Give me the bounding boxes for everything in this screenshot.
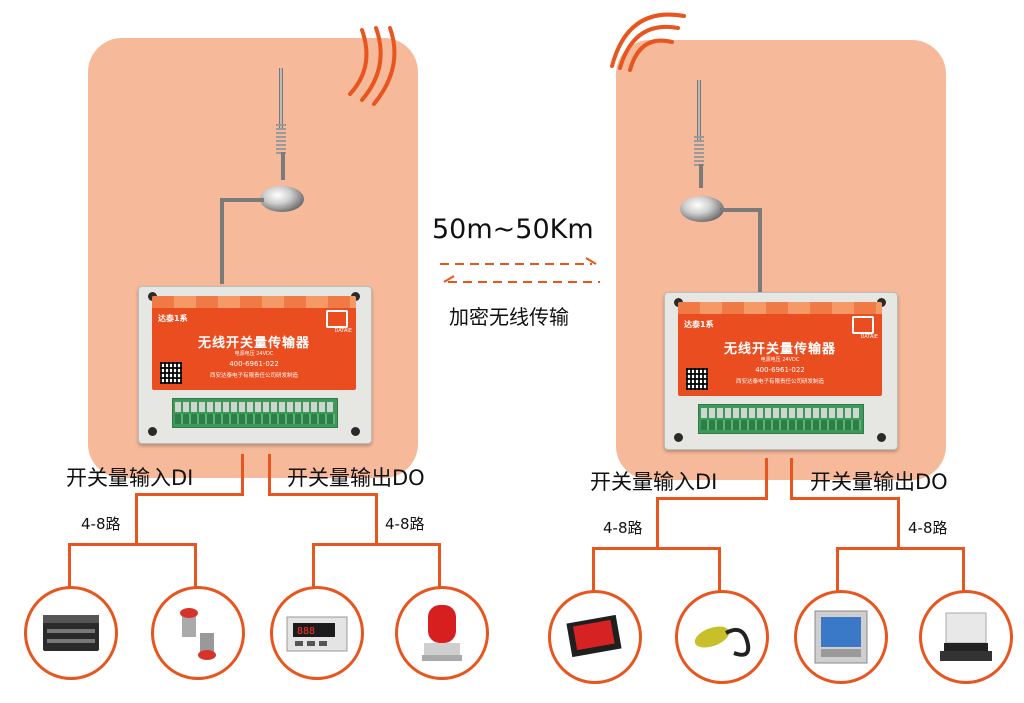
connector-line — [268, 454, 271, 494]
brand-logo-icon — [852, 316, 874, 334]
connector-line — [135, 493, 138, 545]
connector-line — [836, 547, 965, 550]
float-level-switch-icon — [675, 590, 769, 684]
connector-line — [312, 543, 441, 546]
device-power: 电源电压 24VDC — [760, 357, 800, 363]
screw — [674, 433, 683, 442]
device-title: 无线开关量传输器 — [197, 336, 310, 351]
connector-line — [897, 497, 900, 549]
bidirectional-arrow-icon — [440, 257, 600, 283]
relay-icon — [919, 590, 1013, 684]
connector-line — [68, 543, 71, 588]
encrypted-wireless-label: 加密无线传输 — [449, 305, 569, 329]
device-company: 西安达泰电子有限责任公司研发制造 — [209, 373, 298, 379]
device-phone: 400-6961-022 — [229, 360, 279, 368]
device-label: 达泰1系 DATAIE 无线开关量传输器 电源电压 24VDC 400-6961… — [152, 296, 356, 390]
antenna-coil-left — [276, 124, 286, 154]
connector-line — [765, 458, 768, 498]
connector-line — [592, 547, 721, 550]
plc-controller-icon — [24, 586, 118, 680]
left-output-label: 开关量输出DO — [287, 466, 425, 490]
brand-logo-icon — [326, 310, 348, 328]
antenna-cable-right-h — [720, 208, 762, 212]
antenna-base-right-icon — [680, 196, 724, 222]
transmission-distance: 50m~50Km — [432, 214, 594, 245]
connector-line — [438, 543, 441, 588]
connector-line — [135, 493, 244, 496]
connector-line — [241, 454, 244, 494]
radio-wave-left-icon — [348, 26, 397, 106]
connector-line — [718, 547, 721, 592]
wireless-transmitter-left: 达泰1系 DATAIE 无线开关量传输器 电源电压 24VDC 400-6961… — [138, 286, 372, 444]
qr-code-icon — [686, 368, 708, 390]
push-button-icon — [151, 586, 245, 680]
right-input-count: 4-8路 — [603, 519, 643, 537]
connector-line — [194, 543, 197, 588]
terminal-pins — [175, 414, 335, 424]
connector-line — [592, 547, 595, 592]
paperless-recorder-icon — [794, 590, 888, 684]
antenna-whip-left — [279, 68, 283, 128]
digital-panel-meter-icon: 888 — [270, 586, 364, 680]
terminal-block — [698, 404, 864, 434]
device-phone: 400-6961-022 — [755, 366, 805, 374]
right-input-label: 开关量输入DI — [590, 470, 718, 494]
connector-line — [656, 497, 659, 549]
antenna-mast-left — [281, 152, 285, 180]
terminal-screws — [701, 408, 861, 418]
device-series: 达泰1系 — [158, 314, 188, 323]
left-input-count: 4-8路 — [81, 515, 121, 533]
antenna-cable-right-v — [758, 208, 762, 294]
device-series: 达泰1系 — [684, 320, 714, 329]
device-label: 达泰1系 DATAIE 无线开关量传输器 电源电压 24VDC 400-6961… — [678, 302, 882, 396]
screw — [148, 427, 157, 436]
label-stripes — [152, 296, 356, 308]
device-brand: DATAIE — [860, 334, 878, 340]
terminal-block — [172, 398, 338, 428]
connector-line — [962, 547, 965, 592]
antenna-coil-right — [694, 136, 704, 166]
screw — [877, 433, 886, 442]
svg-text:888: 888 — [297, 626, 315, 637]
right-output-label: 开关量输出DO — [810, 470, 948, 494]
device-power: 电源电压 24VDC — [234, 351, 274, 357]
antenna-cable-left-v — [220, 198, 224, 284]
radio-wave-right-icon — [610, 12, 686, 72]
antenna-base-left-icon — [260, 186, 304, 212]
device-title: 无线开关量传输器 — [723, 342, 836, 357]
connector-line — [790, 497, 900, 500]
antenna-whip-right — [697, 80, 701, 140]
device-company: 西安达泰电子有限责任公司研发制造 — [735, 379, 824, 385]
left-output-count: 4-8路 — [385, 515, 425, 533]
label-stripes — [678, 302, 882, 314]
connector-line — [68, 543, 197, 546]
right-output-count: 4-8路 — [908, 519, 948, 537]
wireless-transmitter-right: 达泰1系 DATAIE 无线开关量传输器 电源电压 24VDC 400-6961… — [664, 292, 898, 450]
antenna-mast-right — [699, 164, 703, 188]
terminal-screws — [175, 402, 335, 412]
qr-code-icon — [160, 362, 182, 384]
connector-line — [268, 493, 378, 496]
screw — [351, 427, 360, 436]
left-input-label: 开关量输入DI — [66, 466, 194, 490]
connector-line — [312, 543, 315, 588]
rocker-switch-icon — [548, 590, 642, 684]
connector-line — [790, 458, 793, 498]
connector-line — [836, 547, 839, 592]
connector-line — [656, 497, 768, 500]
warning-beacon-light-icon — [395, 586, 489, 680]
terminal-pins — [701, 420, 861, 430]
connector-line — [375, 493, 378, 545]
antenna-cable-left-h — [222, 198, 264, 202]
device-brand: DATAIE — [334, 328, 352, 334]
